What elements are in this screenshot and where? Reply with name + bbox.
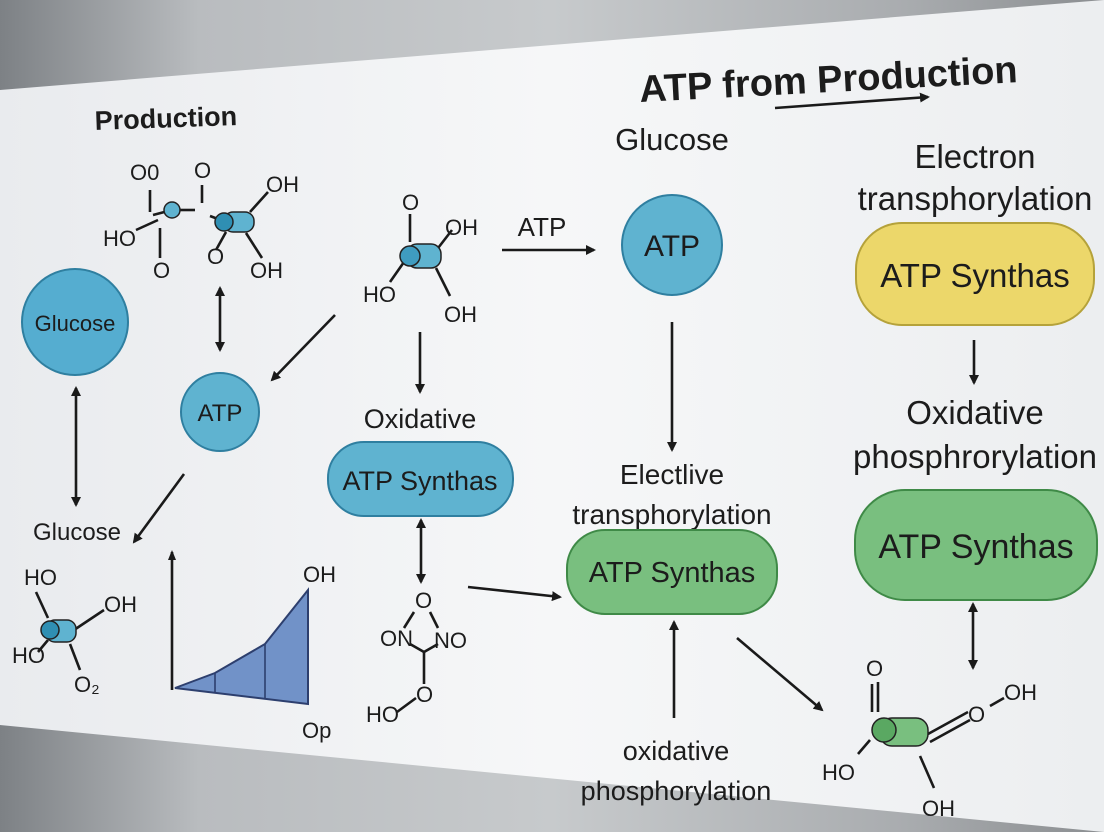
m5-oh: OH: [1004, 680, 1037, 705]
node-atp-top-label: ATP: [644, 230, 700, 263]
m5-o: O: [866, 656, 883, 681]
m1-oh: OH: [266, 172, 299, 197]
node-synthase-green-right-label: ATP Synthas: [878, 528, 1073, 566]
node-synthase-yellow[interactable]: ATP Synthas: [855, 222, 1095, 326]
heading-electron-2: transphorylation: [858, 180, 1093, 217]
m4-on: ON: [380, 626, 413, 651]
node-atp-left-label: ATP: [198, 400, 243, 427]
node-synthase-green-right[interactable]: ATP Synthas: [854, 489, 1098, 601]
heading-oxidative-right-1: Oxidative: [906, 394, 1044, 431]
heading-glucose-left: Glucose: [33, 519, 121, 546]
heading-elective-1: Electlive: [620, 459, 724, 490]
m1-o: O: [194, 158, 211, 183]
m4-no: NO: [434, 628, 467, 653]
m2-oh2: OH: [444, 302, 477, 327]
edge-label-atp: ATP: [518, 212, 567, 242]
m5-ho: HO: [822, 760, 855, 785]
title-arrow: [774, 92, 930, 110]
m1-oh2: OH: [250, 258, 283, 283]
heading-oxidative-bottom-2: phosphorylation: [581, 776, 772, 806]
node-synthase-mid-label: ATP Synthas: [342, 466, 497, 496]
molecule-n-ring: O ON NO HO O: [366, 588, 467, 727]
node-synthase-yellow-label: ATP Synthas: [880, 257, 1070, 294]
m5-o2: O: [968, 702, 985, 727]
node-synthase-center-label: ATP Synthas: [589, 557, 756, 589]
m3-ho: HO: [24, 565, 57, 590]
heading-oxidative-right-2: phosphrorylation: [853, 438, 1097, 475]
plot-oh: OH: [303, 562, 336, 587]
arrow-to-molecule-5: [736, 637, 824, 712]
m2-o: O: [402, 190, 419, 215]
m1-o-bl: O: [207, 244, 224, 269]
molecule-production: O0 O OH HO O O OH: [103, 158, 299, 283]
m5-oh2: OH: [922, 796, 955, 821]
m1-ho: HO: [103, 226, 136, 251]
molecule-left-bottom: HO OH HO O₂: [12, 565, 137, 697]
molecule-bottom-right: O O OH HO OH: [822, 656, 1037, 821]
heading-oxidative-bottom-1: oxidative: [623, 736, 730, 766]
heading-glucose-top: Glucose: [615, 122, 729, 157]
m4-ho: HO: [366, 702, 399, 727]
arrow-atp-to-glucose: [132, 473, 186, 544]
m4-o2: O: [416, 682, 433, 707]
heading-electron-1: Electron: [914, 138, 1035, 175]
molecule-top-middle: O OH HO OH: [363, 190, 478, 327]
m2-oh: OH: [445, 215, 478, 240]
m1-oo: O0: [130, 160, 159, 185]
heading-elective-2: transphorylation: [572, 499, 771, 530]
node-atp-left[interactable]: ATP: [180, 372, 260, 452]
node-synthase-mid[interactable]: ATP Synthas: [327, 441, 514, 517]
plot-area: [174, 587, 309, 706]
m3-ho2: HO: [12, 643, 45, 668]
heading-production: Production: [94, 101, 237, 136]
arrow-to-synthase-center: [467, 585, 562, 602]
node-atp-top[interactable]: ATP: [621, 194, 723, 296]
heading-oxidative-mid: Oxidative: [364, 404, 477, 434]
arrow-to-atp-left: [270, 314, 336, 382]
m4-o: O: [415, 588, 432, 613]
node-glucose-left-label: Glucose: [35, 311, 116, 336]
plot-op: Op: [302, 718, 331, 743]
m2-ho: HO: [363, 282, 396, 307]
node-glucose-left[interactable]: Glucose: [21, 268, 129, 376]
node-synthase-center[interactable]: ATP Synthas: [566, 529, 778, 615]
m3-oh: OH: [104, 592, 137, 617]
m1-o-b: O: [153, 258, 170, 283]
m3-o2: O₂: [74, 672, 100, 697]
small-plot: OH Op: [168, 550, 336, 743]
